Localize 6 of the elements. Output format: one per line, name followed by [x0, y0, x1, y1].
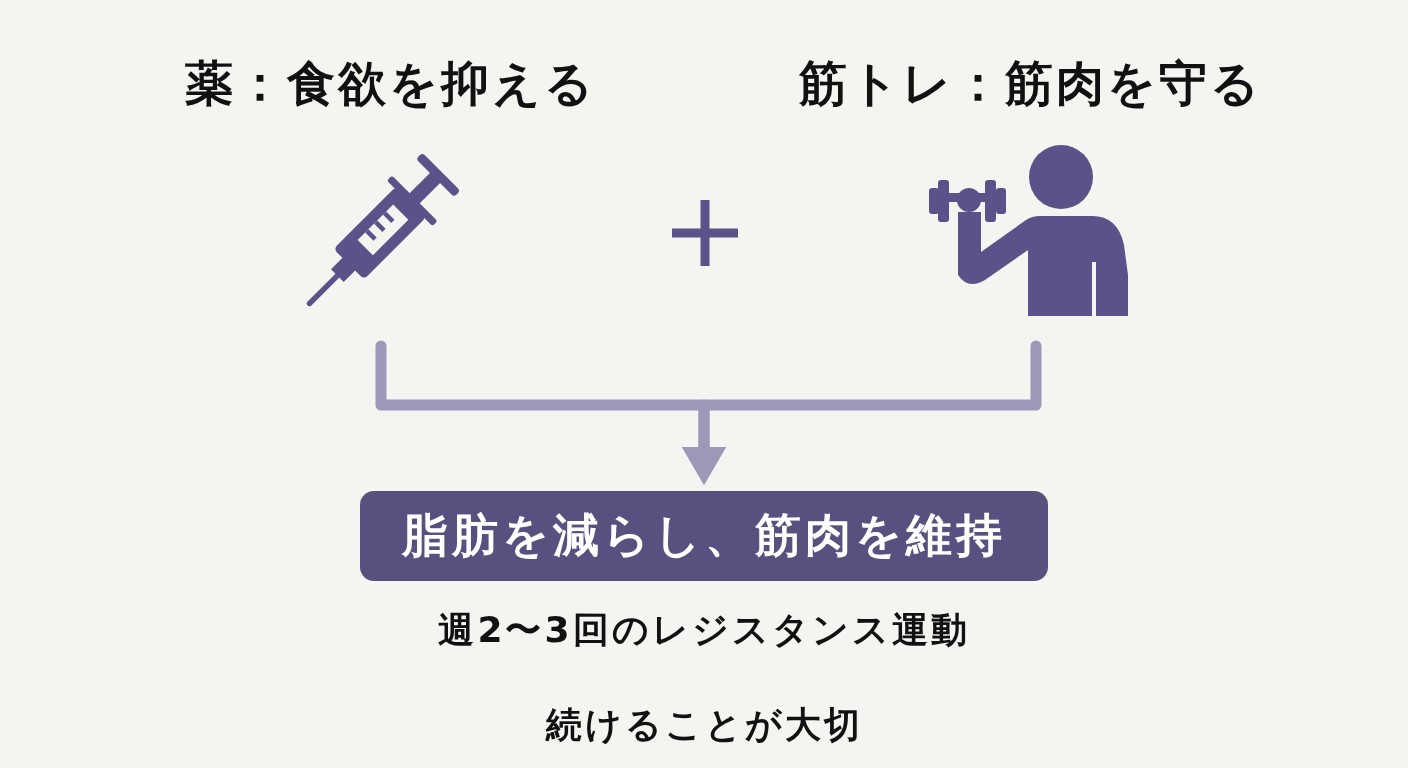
summary-text: 脂肪を減らし、筋肉を維持 [402, 508, 1006, 564]
note-text: 続けることが大切 [545, 703, 863, 747]
result-box [360, 491, 1048, 581]
section-heading: 筋トレ：筋肉を守る [798, 55, 1262, 113]
note-text: 週2〜3回のレジスタンス運動 [438, 608, 970, 652]
section-heading: 薬：食欲を抑える [184, 55, 596, 113]
